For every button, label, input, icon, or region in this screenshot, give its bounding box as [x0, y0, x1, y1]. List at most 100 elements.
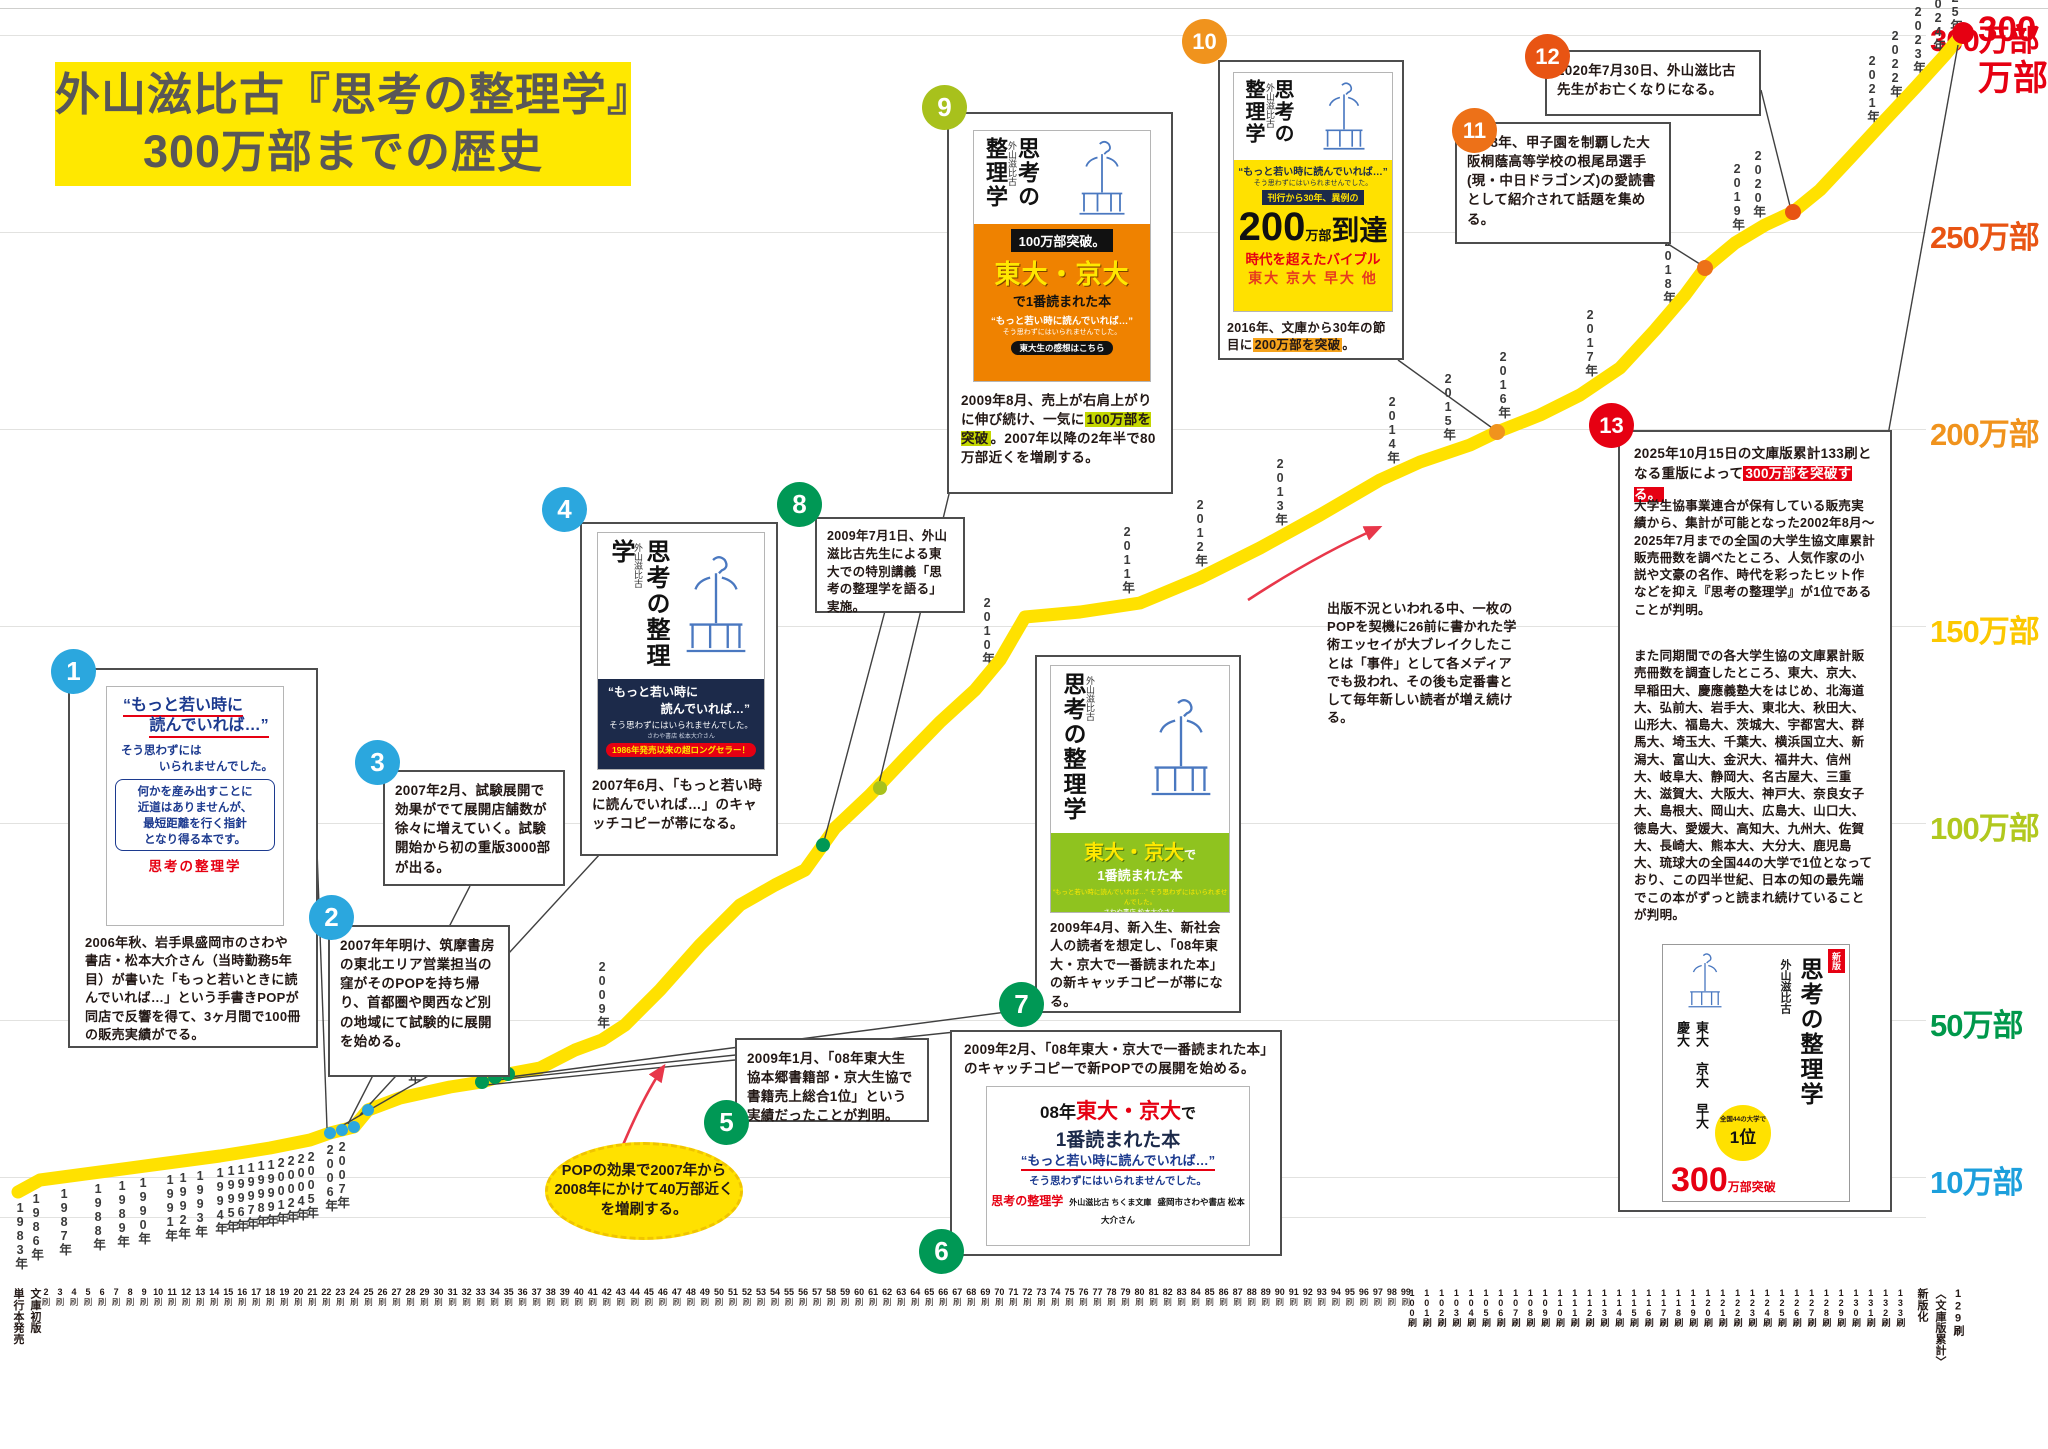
rank-circle-big: 1位 [1729, 1128, 1757, 1147]
x-tick-vertical: 120刷 [1703, 1288, 1713, 1327]
cover-illustration [1667, 949, 1743, 1020]
x-tick-unit: 刷 [882, 1296, 892, 1307]
x-tick-vertical: 123刷 [1747, 1288, 1758, 1327]
obi-pill: 1986年発売以来の超ロングセラー！ [606, 743, 756, 757]
page-title-line1: 外山滋比古『思考の整理学』 [55, 69, 654, 120]
annotation-box-10: 思考の整理学外山滋比古“もっと若い時に読んでいれば…”そう思わずにはいられません… [1218, 60, 1404, 360]
x-tick-number: 2 [43, 1287, 49, 1297]
pop-pub: 外山滋比古 ちくま文庫 [1069, 1197, 1152, 1207]
x-tick-number: 77 [1092, 1287, 1103, 1297]
x-tick-number: 32 [461, 1287, 472, 1297]
x-tick-number: 47 [671, 1287, 682, 1297]
x-tick-number: 45 [643, 1287, 654, 1297]
x-tick-unit: 刷 [448, 1296, 457, 1307]
x-tick-vertical: 117刷 [1658, 1288, 1669, 1327]
x-tick-vertical: 101刷 [1421, 1288, 1432, 1327]
x-tick-unit: 刷 [308, 1296, 317, 1307]
annotation-text: 2020年7月30日、外山滋比古先生がお亡くなりになる。 [1557, 63, 1736, 98]
pop-line2: 1番読まれた本 [1055, 1130, 1181, 1151]
x-tick-number: 40 [573, 1287, 584, 1297]
x-tick-number: 76 [1078, 1287, 1089, 1297]
x-tick-unit: 刷 [420, 1296, 429, 1307]
year-label: 2023年 [1911, 4, 1926, 74]
x-tick-number: 58 [826, 1287, 837, 1297]
x-tick-vertical: 110刷 [1555, 1288, 1565, 1327]
milestone-number-2: 2 [309, 895, 354, 940]
obi-big3: 到達 [1331, 215, 1388, 246]
pop-line2: 読んでいれば…” [149, 717, 269, 738]
x-tick-unit: 刷 [462, 1296, 471, 1307]
x-tick-number: 21 [307, 1287, 318, 1297]
obi-hand2: そう思わずにはいられませんでした。 [1253, 180, 1373, 187]
annotation-text: 2006年秋、岩手県盛岡市のさわや書店・松本大介さん（当時勤務5年目）が書いた「… [85, 935, 301, 1043]
x-tick-number: 14 [209, 1287, 220, 1297]
pop-signature: 思考の整理学 [148, 858, 242, 874]
obi-bigrow: 200万部到達 [1234, 207, 1392, 247]
x-tick-vertical: 109刷 [1540, 1288, 1551, 1327]
obi-band: 100万部突破。東大・京大で1番読まれた本“もっと若い時に読んでいれば…”そう思… [974, 224, 1150, 381]
cover-illustration [1137, 670, 1225, 835]
year-label: 2016年 [1496, 349, 1511, 419]
x-tick-unit: 刷 [41, 1296, 51, 1307]
x-tick-number: 71 [1008, 1287, 1019, 1297]
x-tick-unit: 刷 [1289, 1296, 1299, 1307]
year-label: 1994年 [213, 1166, 228, 1235]
annotation-box-12: 2020年7月30日、外山滋比古先生がお亡くなりになる。 [1545, 50, 1761, 116]
x-tick-unit: 刷 [1121, 1296, 1130, 1307]
x-tick-unit: 刷 [1219, 1296, 1228, 1307]
x-tick-number: 35 [503, 1287, 514, 1297]
x-tick-number: 61 [868, 1287, 879, 1297]
obi-mid: 1番読まれた本 [1097, 868, 1183, 883]
x-tick-unit: 刷 [630, 1296, 640, 1307]
obi-de: で [1183, 848, 1196, 862]
x-tick-unit: 刷 [939, 1296, 948, 1307]
x-tick-number: 83 [1176, 1287, 1187, 1297]
x-tick-unit: 刷 [700, 1296, 710, 1307]
milestone-number-12: 12 [1525, 34, 1570, 79]
x-tick-number: 6 [99, 1287, 105, 1297]
pop-box-line: 近道はありませんが、 [137, 801, 253, 814]
annotation-text: 2007年2月、試験展開で効果がでて展開店舗数が徐々に増えていく。試験開始から初… [395, 783, 551, 875]
x-tick-number: 26 [377, 1287, 388, 1297]
x-tick-vertical: 125刷 [1777, 1288, 1787, 1327]
x-tick-number: 84 [1190, 1287, 1201, 1297]
x-tick-number: 18 [265, 1287, 276, 1297]
x-tick-number: 85 [1204, 1287, 1215, 1297]
x-tick-number: 63 [896, 1287, 907, 1297]
book-cover-2007: 思考の整理学外山滋比古“もっと若い時に読んでいれば…”そう思わずにはいられません… [597, 532, 765, 770]
pop-l1c: で [1180, 1105, 1196, 1122]
milestone-number-11: 11 [1452, 108, 1497, 153]
x-tick-number: 69 [980, 1287, 991, 1297]
leader-line [1760, 89, 1792, 211]
x-tick-vertical: 100刷 [1407, 1288, 1417, 1327]
x-tick-vertical: 104刷 [1466, 1288, 1477, 1327]
milestone-dot [1697, 260, 1713, 276]
year-label: 1995年 [224, 1164, 239, 1233]
annotation-text: 2007年年明け、筑摩書房の東北エリア営業担当の窪がそのPOPを持ち帰り、首都圏… [340, 938, 495, 1049]
year-label: 1991年 [163, 1172, 178, 1242]
y-axis-label: 250万部 [1930, 220, 2040, 255]
obi-big: 東大・京大 [994, 259, 1130, 289]
year-label: 1986年 [29, 1192, 44, 1261]
x-axis-start-label: 単行本発売 [12, 1288, 24, 1345]
x-tick-unit: 刷 [616, 1296, 626, 1307]
copies-sub: 万部突破 [1727, 1180, 1776, 1194]
